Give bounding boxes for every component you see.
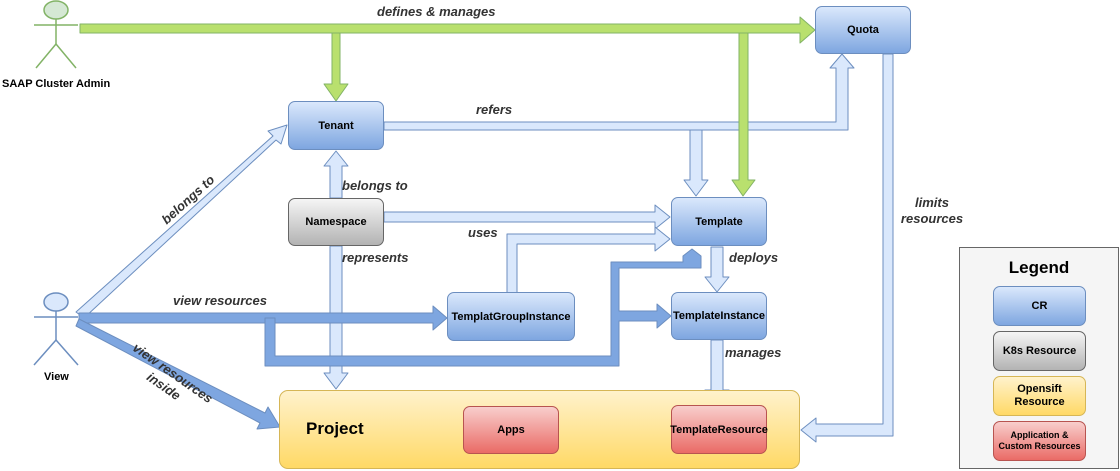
arrow-namespace-uses-template: [383, 204, 671, 230]
arrow-admin-tenant: [323, 32, 349, 102]
label-uses: uses: [468, 225, 498, 240]
apps-node: Apps: [463, 406, 559, 454]
tenant-node: Tenant: [288, 101, 384, 150]
arrow-admin-defines-manages-quota: [79, 16, 816, 44]
arrow-template-deploys-instance: [704, 246, 730, 293]
namespace-node: Namespace: [288, 198, 384, 246]
arrow-admin-template: [731, 32, 756, 197]
arrow-tgi-template: [506, 226, 671, 294]
arrow-view-resources-inside-project: [75, 318, 281, 430]
legend-title: Legend: [1008, 258, 1070, 277]
actor-admin-figure: [34, 0, 78, 69]
arrow-quota-limits-resources-line: [800, 53, 894, 443]
arrow-namespace-belongs-to-tenant: [323, 150, 349, 199]
arrow-tenant-refers-quota: [383, 53, 855, 131]
template-node: Template: [671, 197, 767, 246]
template-instance-node: TemplateInstance: [671, 292, 767, 340]
arrow-refers-template: [683, 129, 709, 197]
legend-k8s-resource: K8s Resource: [993, 331, 1086, 371]
template-resource-node: TemplateResource: [670, 405, 768, 454]
label-represents: represents: [342, 250, 409, 265]
legend-openshift-resource: Opensift Resource: [993, 376, 1086, 416]
label-view-resources: view resources: [173, 293, 267, 308]
label-deploys: deploys: [729, 250, 779, 265]
label-manages: manages: [725, 345, 782, 360]
label-belongs-to-tenant: belongs to: [342, 178, 408, 193]
actor-admin-label: SAAP Cluster Admin: [2, 78, 111, 90]
project-title: Project: [306, 419, 364, 438]
arrow-view-belongs-to-tenant: [75, 124, 288, 319]
label-refers: refers: [476, 102, 513, 117]
legend-cr: CR: [993, 286, 1086, 326]
legend-app-custom-resources: Application & Custom Resources: [993, 421, 1086, 461]
arrow-view-resources-tgi: [78, 305, 448, 331]
relation-arrows: [75, 53, 894, 443]
quota-node: Quota: [815, 6, 911, 54]
view-arrows: [75, 248, 702, 430]
label-defines-manages: defines & manages: [377, 4, 496, 19]
admin-arrows: [79, 16, 816, 197]
arrow-view-resources-bus: [264, 248, 702, 367]
legend-panel: Legend CR K8s Resource Opensift Resource…: [959, 247, 1119, 469]
label-limits-resources: limits resources: [900, 195, 964, 226]
actor-view-figure: [33, 292, 79, 366]
templat-group-instance-node: TemplatGroupInstance: [447, 292, 575, 341]
actor-view-label: View: [44, 371, 69, 383]
